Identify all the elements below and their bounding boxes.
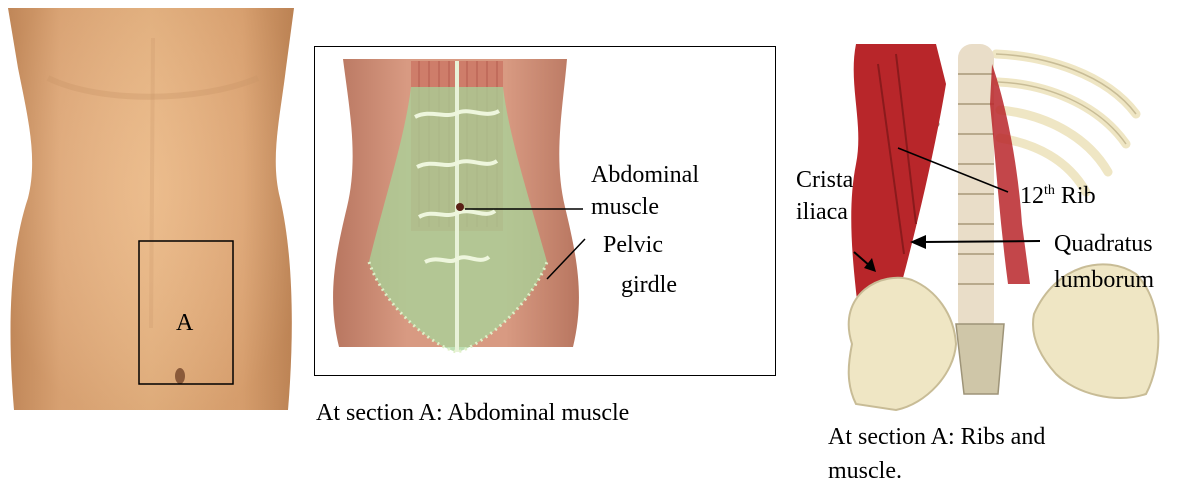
abdominal-panel-caption: At section A: Abdominal muscle <box>316 398 629 428</box>
pelvic-girdle-label-line2: girdle <box>621 271 677 299</box>
quadratus-lumborum-label-line2: lumborum <box>1054 266 1154 294</box>
abdominal-muscle-label-line2: muscle <box>591 193 659 221</box>
back-panel-caption-line1: At section A: Ribs and <box>828 422 1045 452</box>
section-a-label: A <box>176 309 193 337</box>
quadratus-lumborum-label-line1: Quadratus <box>1054 230 1153 258</box>
twelfth-rib-label: 12th Rib <box>1020 182 1096 210</box>
quadratus-lumborum-arrow <box>922 241 1040 242</box>
crista-iliaca-label-line2: iliaca <box>796 198 848 226</box>
back-panel-caption-line2: muscle. <box>828 456 902 486</box>
navel <box>456 203 464 211</box>
torso-illustration <box>8 8 294 410</box>
ribs-muscle-illustration <box>786 44 1200 414</box>
abdominal-muscle-label-line1: Abdominal <box>591 161 699 189</box>
navel <box>175 368 185 384</box>
abdominal-muscle-illustration <box>315 47 774 374</box>
pelvic-girdle-label-line1: Pelvic <box>603 231 663 259</box>
abdominal-panel: Abdominal muscle Pelvic girdle <box>314 46 776 376</box>
torso-panel: A <box>8 8 294 410</box>
crista-iliaca-label-line1: Crista <box>796 166 853 194</box>
back-panel: Crista iliaca 12th Rib Quadratus lumboru… <box>786 44 1200 414</box>
